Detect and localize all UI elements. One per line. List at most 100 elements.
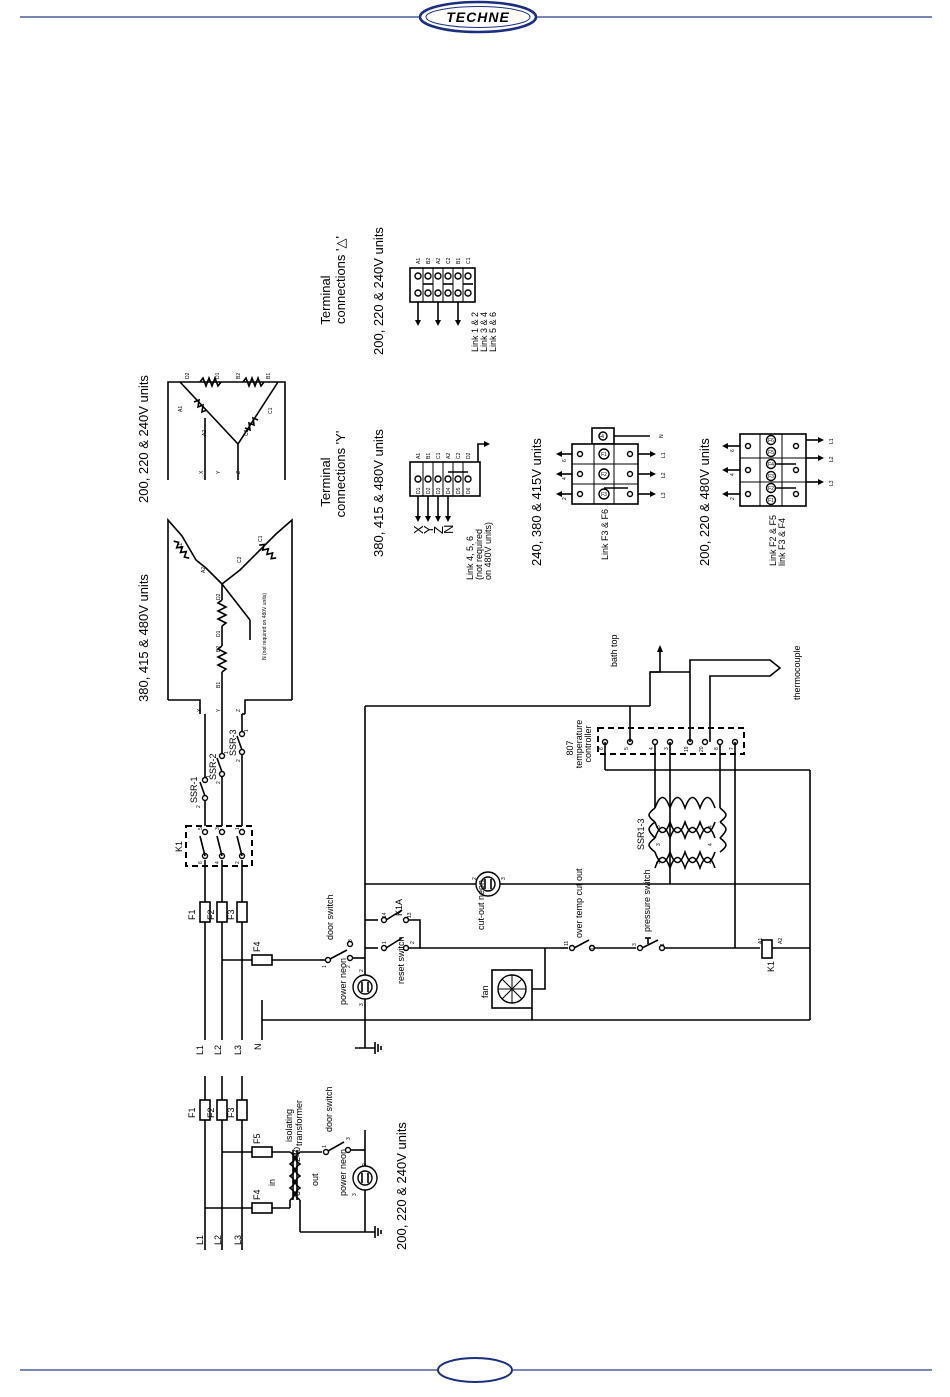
svg-text:5: 5	[198, 827, 204, 830]
ssr-block-label: SSR1-3	[636, 818, 646, 850]
svg-text:B1: B1	[216, 682, 222, 688]
terminal-y-pins	[415, 496, 451, 522]
terminal-y-screws	[414, 475, 472, 483]
star-neutral-note: N (not required on 480V units)	[262, 593, 268, 660]
main-line-l3: L3	[233, 1045, 243, 1055]
fuse-240-note: Link F3 & F6	[600, 509, 610, 560]
svg-text:F2: F2	[768, 486, 774, 492]
svg-text:2: 2	[410, 941, 416, 944]
fuse-f3	[236, 901, 248, 923]
svg-text:F6: F6	[768, 438, 774, 444]
delta-heater-network	[167, 375, 286, 480]
svg-text:D5: D5	[456, 487, 462, 494]
svg-text:C2: C2	[237, 556, 243, 563]
svg-text:4: 4	[708, 825, 714, 828]
terminal-y-block: A1 B1 C1 A2 C2 D2 D1 D2 D3 D4 D5 D6 X Y …	[409, 441, 493, 580]
transformer-circuit: L1 L2 L3 F1 F2 F3 F5 F4 in out 240 0 iso…	[187, 1076, 382, 1250]
svg-text:controller: controller	[583, 725, 593, 762]
svg-text:0: 0	[292, 1191, 302, 1196]
bottom-door-switch-label: door switch	[324, 1086, 334, 1132]
fuse-board-240: F4 N F1 F2 F3 6 4 2 L1 L2 L3 Link F3 & F…	[556, 427, 667, 560]
svg-text:4: 4	[649, 747, 655, 750]
svg-text:L1: L1	[661, 452, 667, 458]
transformer-in: in	[267, 1179, 277, 1186]
k1-coil-label: K1	[766, 961, 776, 972]
svg-text:F2: F2	[601, 472, 607, 478]
svg-text:F4: F4	[252, 941, 262, 952]
svg-text:1: 1	[382, 941, 388, 944]
fuse-board-200: F6 F5 F4 F3 F2 F1 6 4 2 L1 L2 L3 Link F2…	[722, 433, 835, 566]
heading-fuse-200-units: 200, 220 & 480V units	[697, 438, 712, 566]
svg-text:8: 8	[714, 747, 720, 750]
svg-text:4: 4	[562, 477, 568, 480]
svg-text:3: 3	[656, 861, 662, 864]
svg-text:B1: B1	[456, 258, 462, 264]
svg-text:F5: F5	[768, 450, 774, 456]
svg-text:F1: F1	[601, 452, 607, 458]
svg-text:C1: C1	[268, 407, 274, 414]
svg-text:6: 6	[562, 459, 568, 462]
svg-text:SSR-2: SSR-2	[208, 753, 218, 780]
svg-text:3: 3	[501, 877, 507, 880]
svg-text:2: 2	[216, 781, 222, 784]
terminal-d-note-1: Link 1 & 2	[470, 312, 480, 352]
star-heater-network	[167, 517, 293, 714]
svg-text:A2: A2	[201, 567, 207, 573]
svg-text:D1: D1	[216, 630, 222, 637]
logo-text: TECHNE	[446, 9, 510, 25]
svg-text:B1: B1	[266, 373, 272, 379]
svg-text:D3: D3	[436, 487, 442, 494]
fuse-200-note-2: link F3 & F4	[777, 518, 787, 566]
temperature-controller-807	[597, 727, 745, 755]
main-power-circuit: L1 L2 L3 N F1 F2 F3 F4 K1 6 5 4 3 2 1	[174, 713, 320, 1055]
ssr-drive-block: SSR1-3 3 4 3 4 3 4	[636, 742, 727, 871]
star-labels: A1 A2 C2 C1 D2 D1 B2 B1 X Y Z N (not req…	[178, 535, 268, 712]
svg-text:F4: F4	[598, 434, 604, 440]
svg-text:Z: Z	[431, 526, 446, 534]
svg-text:A1: A1	[758, 938, 764, 944]
svg-text:C1: C1	[258, 535, 264, 542]
fuse-f2	[216, 901, 228, 923]
svg-text:4: 4	[708, 861, 714, 864]
techne-logo: TECHNE	[418, 0, 538, 34]
svg-text:3: 3	[215, 827, 221, 830]
bath-top-label: bath top	[609, 634, 619, 667]
heading-fuse-240-units: 240, 380 & 415V units	[529, 438, 544, 566]
thermocouple-label: thermocouple	[792, 645, 802, 700]
svg-text:3: 3	[348, 939, 354, 942]
heading-terminal-y-1: Terminal	[318, 457, 333, 506]
svg-text:SSR-1: SSR-1	[189, 776, 199, 803]
svg-text:3: 3	[664, 747, 670, 750]
transformer-label-2: transformer	[294, 1100, 304, 1146]
page-footer	[0, 1352, 950, 1392]
svg-text:19: 19	[684, 746, 690, 752]
svg-text:B2: B2	[426, 258, 432, 264]
heading-terminal-d-2: connections '△'	[333, 236, 348, 324]
svg-text:14: 14	[382, 912, 388, 918]
svg-text:Z: Z	[236, 471, 242, 474]
svg-text:X: X	[197, 708, 203, 712]
svg-text:F3: F3	[601, 492, 607, 498]
svg-text:N: N	[659, 434, 665, 438]
svg-text:3: 3	[359, 1003, 365, 1006]
svg-text:A1: A1	[178, 543, 184, 549]
page-number-oval	[437, 1357, 513, 1383]
svg-text:B1: B1	[426, 453, 432, 459]
svg-text:F1: F1	[187, 1107, 197, 1118]
svg-text:Y: Y	[216, 470, 222, 474]
door-switch-label: door switch	[325, 894, 335, 940]
svg-text:SSR-3: SSR-3	[228, 729, 238, 756]
svg-text:11: 11	[564, 941, 570, 946]
svg-text:12: 12	[590, 944, 596, 950]
svg-text:X: X	[199, 470, 205, 474]
svg-text:3: 3	[656, 843, 662, 846]
svg-text:4: 4	[730, 473, 736, 476]
svg-text:Z: Z	[236, 709, 242, 712]
svg-text:F2: F2	[206, 909, 216, 920]
svg-text:A2: A2	[202, 430, 208, 436]
svg-text:2: 2	[562, 497, 568, 500]
svg-text:D2: D2	[185, 372, 191, 379]
svg-text:A1: A1	[416, 453, 422, 459]
heading-delta-units: 200, 220 & 240V units	[136, 375, 151, 503]
